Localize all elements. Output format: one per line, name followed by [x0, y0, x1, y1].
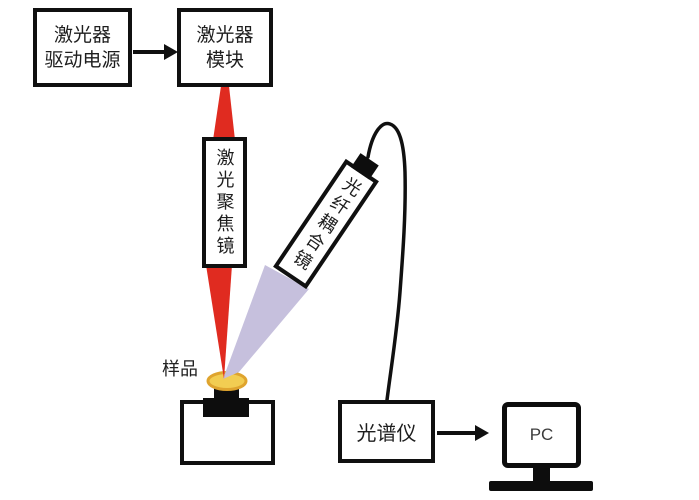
collected-light-beam	[223, 265, 309, 379]
pc-monitor-base	[489, 481, 593, 491]
laser-module-box: 激光器 模块	[177, 8, 273, 87]
plasma-spot-icon	[208, 372, 246, 390]
arrow-head-icon	[164, 44, 178, 60]
sample-label: 样品	[162, 359, 198, 379]
laser-driver-label-line2: 驱动电源	[44, 49, 121, 71]
focusing-lens-label: 激光聚焦镜	[214, 147, 235, 258]
laser-driver-power-box: 激光器 驱动电源	[33, 8, 132, 87]
pc-monitor-icon: PC	[502, 402, 581, 468]
laser-beam-upper	[213, 86, 235, 140]
laser-module-label-line1: 激光器	[196, 24, 254, 46]
arrow-head-icon	[475, 425, 489, 441]
sample-holder-block	[203, 398, 249, 417]
fiber-cable	[366, 121, 407, 402]
laser-module-label-line2: 模块	[205, 49, 244, 71]
spectrometer-label: 光谱仪	[356, 423, 417, 445]
pc-monitor-stand	[533, 468, 550, 481]
spectrometer-box: 光谱仪	[338, 400, 435, 463]
arrow-driver-to-module	[133, 44, 178, 60]
laser-beam-focused	[206, 265, 232, 379]
laser-driver-label-line1: 激光器	[53, 24, 111, 46]
pc-label: PC	[529, 425, 554, 444]
arrow-spectrometer-to-pc	[437, 425, 489, 441]
focusing-lens-box: 激光聚焦镜	[202, 137, 247, 268]
